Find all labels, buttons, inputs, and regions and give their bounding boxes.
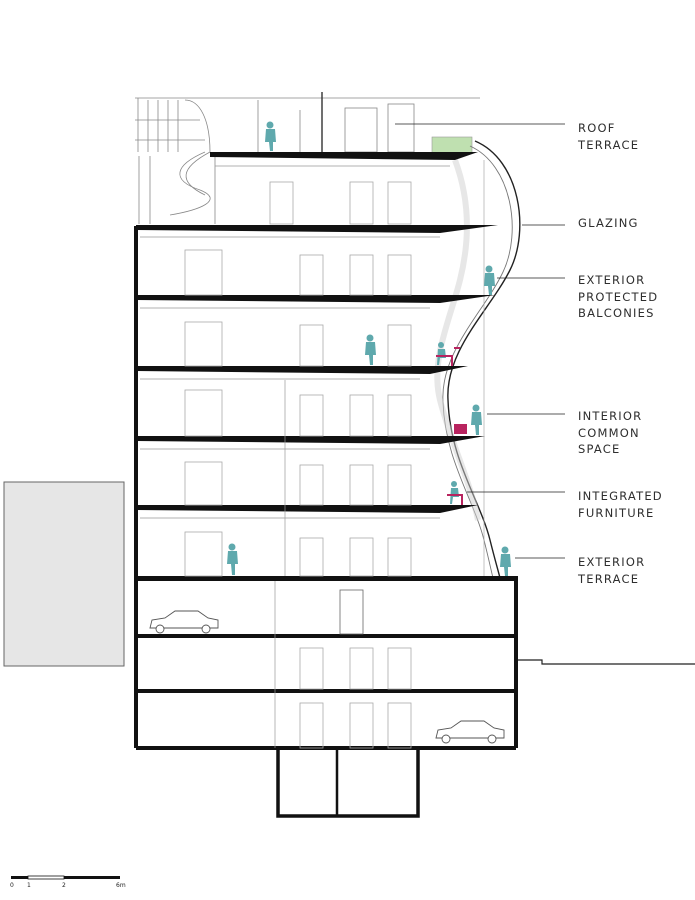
scale-tick: 2 — [62, 882, 66, 889]
furniture-piece — [454, 424, 467, 434]
scale-tick: 1 — [27, 882, 31, 889]
curved-glazing-facade — [434, 140, 521, 620]
scale-tick: 6m — [116, 882, 126, 889]
roof-planter — [431, 136, 473, 154]
ground-line — [518, 659, 695, 665]
scale-bar: 0 1 2 6m — [10, 875, 126, 889]
label-roof-terrace: ROOF TERRACE — [578, 121, 640, 152]
building-structure — [134, 152, 518, 818]
scale-tick: 0 — [10, 882, 14, 889]
label-exterior-protected-balconies: EXTERIOR PROTECTED BALCONIES — [578, 273, 659, 320]
person-icon — [500, 546, 511, 576]
label-exterior-terrace: EXTERIOR TERRACE — [578, 555, 646, 586]
label-glazing: GLAZING — [578, 216, 639, 230]
neighbor-building — [3, 481, 125, 667]
person-icon — [450, 481, 459, 504]
car-icon — [435, 720, 505, 744]
roof-pavilion — [135, 92, 480, 224]
furniture-piece — [436, 347, 463, 505]
person-icon — [471, 404, 482, 435]
leader-lines — [395, 123, 565, 559]
label-integrated-furniture: INTEGRATED FURNITURE — [578, 489, 663, 520]
person-icon — [484, 265, 495, 295]
person-icon — [227, 543, 238, 575]
car-icon — [149, 610, 219, 634]
person-icon — [437, 342, 446, 365]
person-icon — [365, 334, 376, 365]
label-interior-common-space: INTERIOR COMMON SPACE — [578, 409, 643, 456]
person-icon — [265, 121, 276, 151]
